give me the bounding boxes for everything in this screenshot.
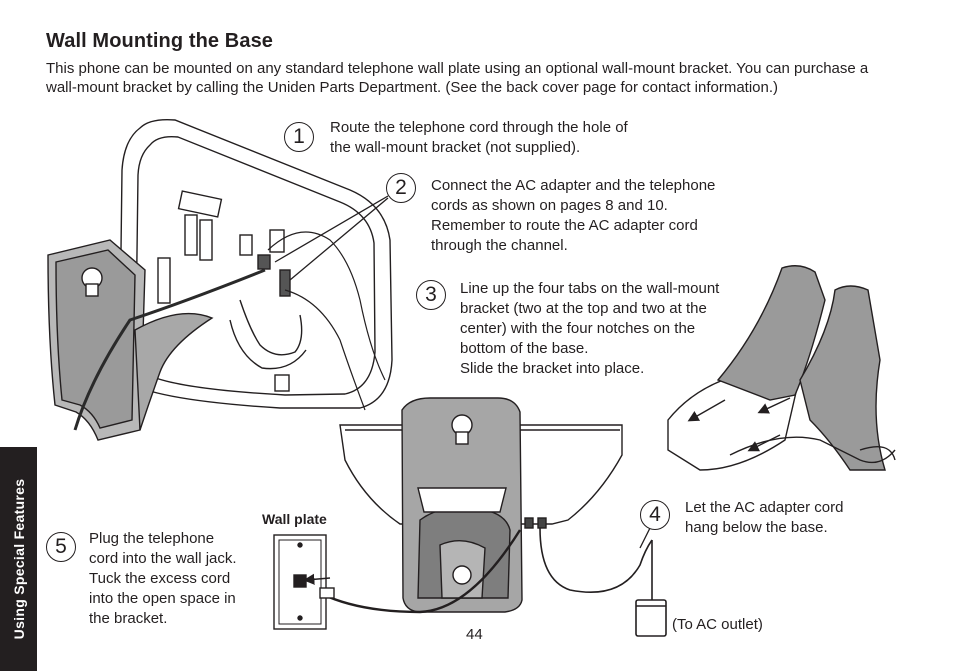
step-5-text: Plug the telephone cord into the wall ja… (89, 529, 237, 629)
step-2-line-3: Remember to route the AC adapter cord (431, 217, 698, 234)
step-4-number: 4 (640, 500, 670, 530)
step-4-text: Let the AC adapter cord hang below the b… (685, 498, 843, 538)
page-title: Wall Mounting the Base (46, 30, 274, 52)
step-1-line-2: the wall-mount bracket (not supplied). (330, 139, 581, 156)
step-3-line-5: Slide the bracket into place. (460, 360, 645, 377)
step-5-line-3: Tuck the excess cord (89, 570, 231, 587)
step-3-line-2: bracket (two at the top and two at the (460, 300, 707, 317)
side-section-tab: Using Special Features (0, 447, 37, 671)
mounted-base-illustration (339, 397, 623, 613)
step-4-line-2: hang below the base. (685, 519, 828, 536)
step-2-line-2: cords as shown on pages 8 and 10. (431, 197, 668, 214)
step-5-line-4: into the open space in (89, 590, 236, 607)
callout-line-2a (274, 195, 389, 263)
step-5-number: 5 (46, 532, 76, 562)
step-3-line-1: Line up the four tabs on the wall-mount (460, 280, 720, 297)
callout-line-2b (289, 197, 389, 281)
wall-plate-illustration (273, 529, 522, 630)
step-5-line-1: Plug the telephone (89, 530, 215, 547)
step-5-line-2: cord into the wall jack. (89, 550, 237, 567)
step-2-line-4: through the channel. (431, 237, 568, 254)
wall-plate-label: Wall plate (262, 511, 327, 527)
step-4-line-1: Let the AC adapter cord (685, 499, 844, 516)
bracket-slide-illustration (667, 265, 896, 471)
intro-paragraph: This phone can be mounted on any standar… (46, 60, 869, 96)
step-2-text: Connect the AC adapter and the telephone… (431, 176, 715, 256)
step-3-line-4: bottom of the base. (460, 340, 589, 357)
side-section-tab-label: Using Special Features (10, 478, 27, 640)
step-1-text: Route the telephone cord through the hol… (330, 118, 628, 158)
step-1-line-1: Route the telephone cord through the hol… (330, 119, 628, 136)
step-3-number: 3 (416, 280, 446, 310)
ac-adapter-illustration (539, 527, 667, 637)
wall-mount-bracket-illustration (47, 239, 266, 441)
callout-line-4 (639, 527, 651, 549)
step-1-number: 1 (284, 122, 314, 152)
ac-outlet-label: (To AC outlet) (672, 616, 763, 633)
page-number: 44 (466, 626, 483, 643)
step-5-line-5: the bracket. (89, 610, 168, 627)
step-2-line-1: Connect the AC adapter and the telephone (431, 177, 716, 194)
step-3-text: Line up the four tabs on the wall-mount … (460, 279, 719, 379)
step-3-line-3: center) with the four notches on the (460, 320, 696, 337)
step-2-number: 2 (386, 173, 416, 203)
